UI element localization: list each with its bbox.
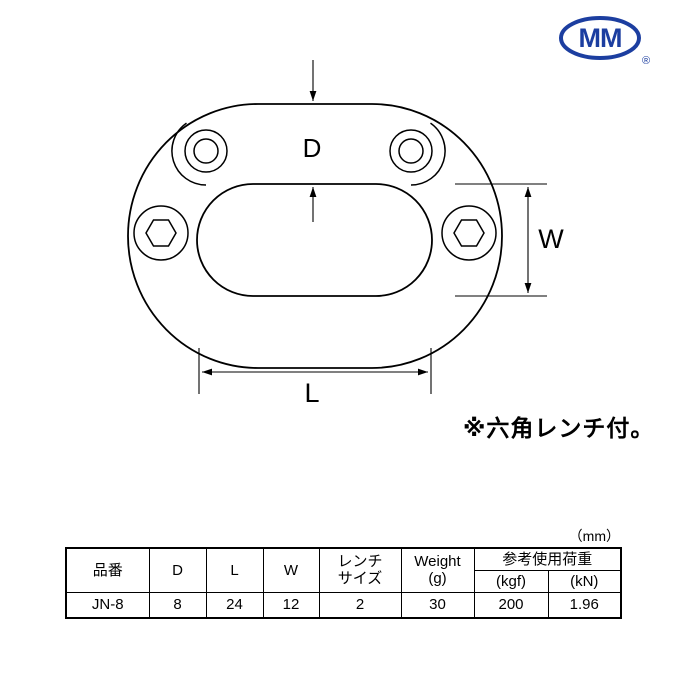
cell-weight: 30	[400, 591, 475, 619]
cell-l: 24	[205, 591, 264, 619]
pin-boss-left	[184, 129, 228, 173]
col-header-kgf: (kgf)	[473, 569, 549, 593]
cell-wrench-size: 2	[318, 591, 402, 619]
hex-socket-right-icon	[453, 219, 485, 247]
pin-hole-left	[193, 138, 219, 164]
link-outer-outline	[127, 103, 503, 369]
cell-part-no: JN-8	[65, 591, 150, 619]
hex-socket-left-icon	[145, 219, 177, 247]
weight-header-line2: (g)	[428, 570, 447, 588]
link-body-outline	[127, 103, 503, 369]
mm-logo: MM ®	[559, 16, 650, 67]
col-header-working-load: 参考使用荷重	[473, 547, 622, 571]
pin-hole-right	[398, 138, 424, 164]
dimension-lines	[198, 60, 547, 394]
cell-kgf: 200	[473, 591, 549, 619]
hex-wrench-note: ※六角レンチ付。	[463, 415, 655, 441]
spec-table: 品番 D L W レンチサイズ Weight(g) 参考使用荷重 (kgf) (…	[65, 547, 623, 619]
wrench-header-line2: サイズ	[337, 570, 383, 588]
logo-ellipse	[559, 16, 641, 60]
registered-trademark-icon: ®	[642, 55, 650, 67]
cell-kn: 1.96	[547, 591, 622, 619]
hex-bolt-circle-left	[133, 205, 189, 261]
dim-label-l: L	[304, 378, 319, 408]
col-header-w: W	[262, 547, 320, 593]
wrench-header-line1: レンチ	[337, 553, 383, 571]
weight-header-line1: Weight	[414, 553, 461, 571]
spec-table-container: 品番 D L W レンチサイズ Weight(g) 参考使用荷重 (kgf) (…	[65, 547, 623, 619]
cell-w: 12	[262, 591, 320, 619]
col-header-l: L	[205, 547, 264, 593]
seam-arc-right	[410, 122, 446, 186]
seam-arc-left	[171, 122, 207, 186]
col-header-weight: Weight(g)	[400, 547, 475, 593]
col-header-kn: (kN)	[547, 569, 622, 593]
logo-text: MM	[579, 23, 622, 53]
dim-label-w: W	[538, 224, 564, 254]
pin-boss-right	[389, 129, 433, 173]
unit-label: （mm）	[568, 528, 620, 544]
cell-d: 8	[148, 591, 207, 619]
hex-bolt-circle-right	[441, 205, 497, 261]
table-row: JN-8 8 24 12 2 30 200 1.96	[65, 591, 622, 619]
link-technical-drawing: D W L	[127, 60, 564, 408]
col-header-d: D	[148, 547, 207, 593]
link-details	[133, 122, 497, 261]
col-header-part-no: 品番	[65, 547, 150, 593]
link-inner-opening	[196, 183, 433, 297]
col-header-wrench-size: レンチサイズ	[318, 547, 402, 593]
dim-label-d: D	[303, 133, 322, 163]
